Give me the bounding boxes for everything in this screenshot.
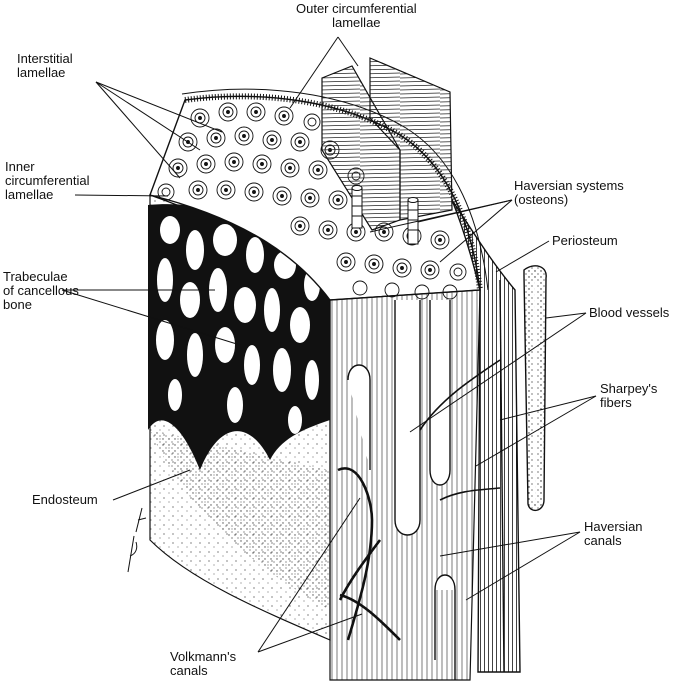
label-volkmanns-canals: Volkmann's canals <box>170 650 236 678</box>
label-sharpeys-fibers: Sharpey's fibers <box>600 382 657 410</box>
label-line: Haversian <box>584 520 643 534</box>
label-blood-vessels: Blood vessels <box>589 306 669 320</box>
label-line: canals <box>170 664 236 678</box>
label-line: lamellae <box>296 16 417 30</box>
label-line: Periosteum <box>552 234 618 248</box>
label-line: Interstitial <box>17 52 73 66</box>
label-line: fibers <box>600 396 657 410</box>
label-line: Inner <box>5 160 90 174</box>
label-inner-circumferential-lamellae: Inner circumferential lamellae <box>5 160 90 202</box>
label-trabeculae: Trabeculae of cancellous bone <box>3 270 79 312</box>
artist-signature <box>128 508 146 572</box>
label-line: of cancellous <box>3 284 79 298</box>
label-interstitial-lamellae: Interstitial lamellae <box>17 52 73 80</box>
label-line: (osteons) <box>514 193 624 207</box>
label-line: circumferential <box>5 174 90 188</box>
label-line: Blood vessels <box>589 306 669 320</box>
label-line: canals <box>584 534 643 548</box>
label-outer-circumferential-lamellae: Outer circumferential lamellae <box>296 2 417 30</box>
label-haversian-systems: Haversian systems (osteons) <box>514 179 624 207</box>
label-line: bone <box>3 298 79 312</box>
label-haversian-canals: Haversian canals <box>584 520 643 548</box>
label-periosteum: Periosteum <box>552 234 618 248</box>
label-endosteum: Endosteum <box>32 493 98 507</box>
label-line: Sharpey's <box>600 382 657 396</box>
label-line: lamellae <box>17 66 73 80</box>
label-line: lamellae <box>5 188 90 202</box>
label-line: Outer circumferential <box>296 2 417 16</box>
label-line: Trabeculae <box>3 270 79 284</box>
label-line: Haversian systems <box>514 179 624 193</box>
label-line: Volkmann's <box>170 650 236 664</box>
label-line: Endosteum <box>32 493 98 507</box>
